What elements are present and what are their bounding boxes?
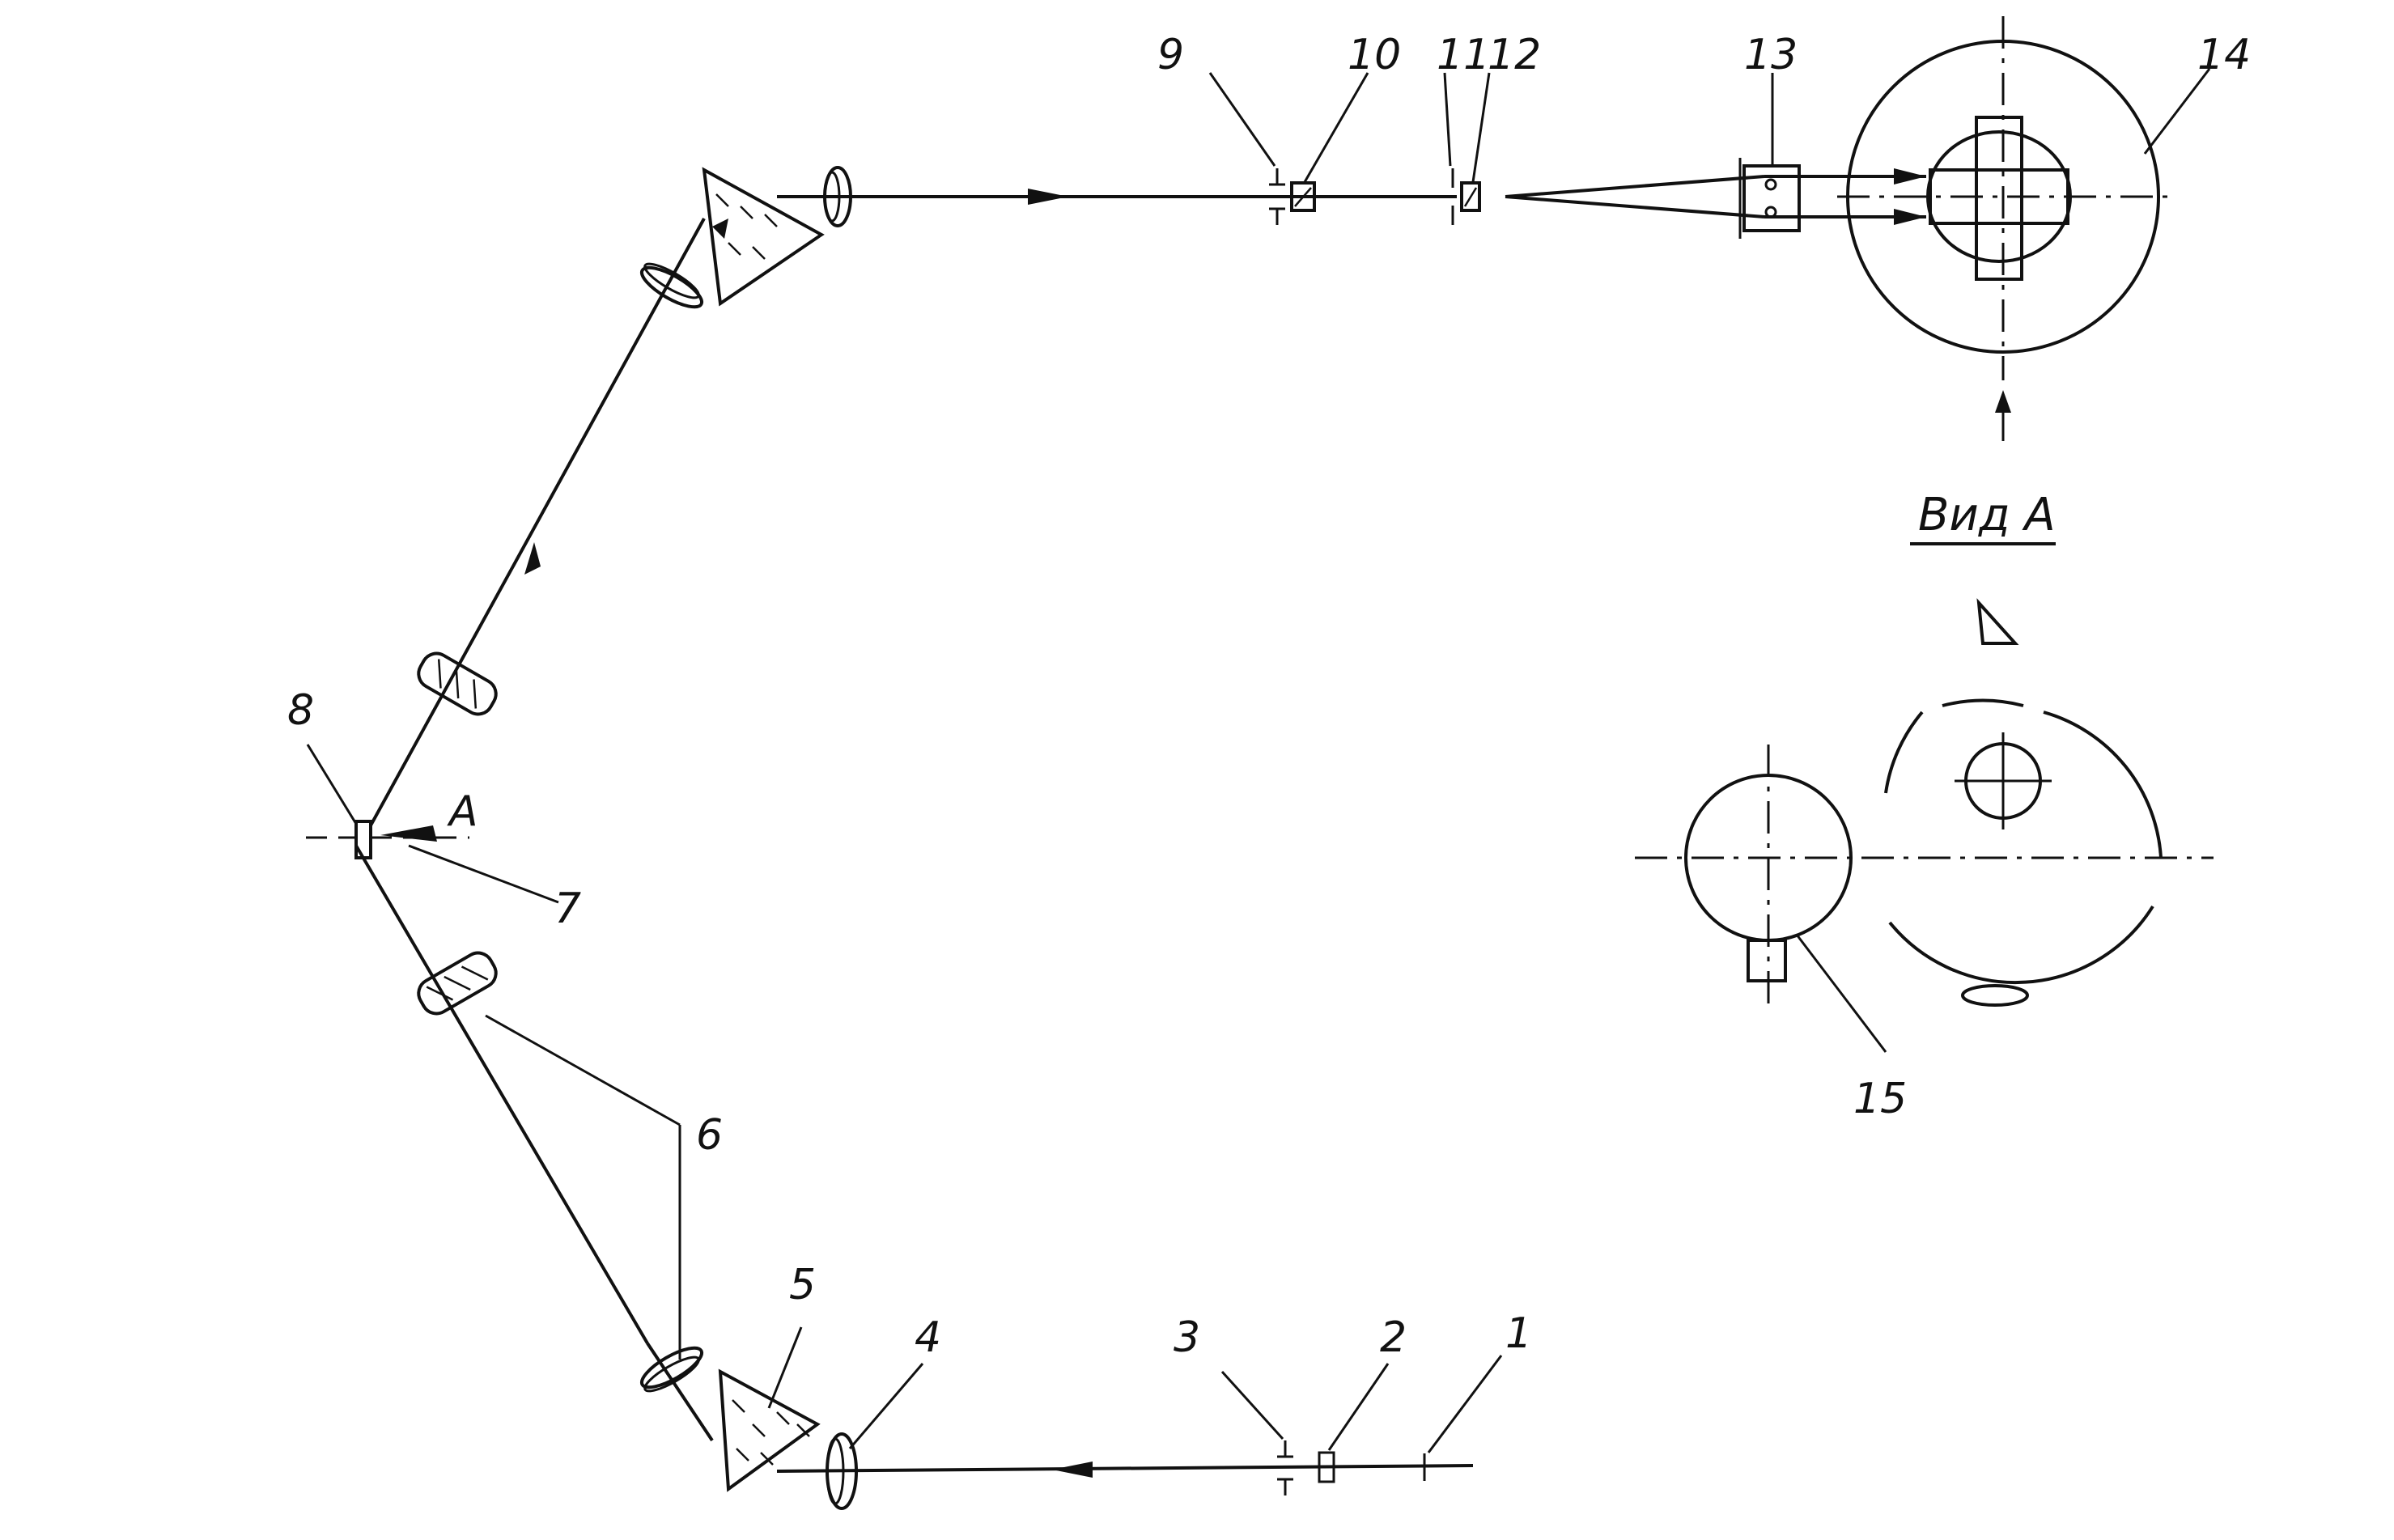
label-6: 6 bbox=[696, 1111, 723, 1160]
label-3: 3 bbox=[1174, 1313, 1200, 1362]
element-9-diaphragm bbox=[1269, 168, 1285, 225]
label-12: 12 bbox=[1488, 31, 1541, 79]
element-13-block bbox=[1738, 158, 1801, 239]
element-top-prism bbox=[702, 167, 825, 307]
label-5: 5 bbox=[789, 1261, 816, 1309]
label-14: 14 bbox=[2197, 31, 2251, 79]
label-4: 4 bbox=[915, 1313, 941, 1362]
label-7: 7 bbox=[554, 885, 581, 933]
element-8-mirror bbox=[354, 820, 372, 859]
arrow-top-icon bbox=[1028, 189, 1068, 205]
label-1: 1 bbox=[1505, 1309, 1532, 1358]
element-lens-upper bbox=[639, 265, 704, 309]
label-9: 9 bbox=[1157, 31, 1184, 79]
label-11: 11 bbox=[1437, 31, 1490, 79]
view-a-label: Вид А bbox=[1918, 489, 2056, 541]
element-12-crystal bbox=[1460, 181, 1481, 212]
element-10-crystal bbox=[1290, 181, 1316, 212]
element-2-crystal bbox=[1318, 1451, 1335, 1483]
label-13: 13 bbox=[1744, 31, 1798, 79]
view-arrow-icon bbox=[1995, 390, 2011, 413]
arrow-13-upper-icon bbox=[1894, 168, 1926, 185]
section-a-label: A bbox=[447, 787, 478, 836]
view-a-assembly bbox=[1635, 698, 2214, 1012]
label-8: 8 bbox=[287, 686, 314, 735]
leader-lines bbox=[306, 68, 2211, 1453]
arrow-bottom-icon bbox=[1052, 1462, 1093, 1478]
label-2: 2 bbox=[1380, 1313, 1407, 1362]
element-3-diaphragm bbox=[1277, 1440, 1293, 1495]
label-10: 10 bbox=[1348, 31, 1401, 79]
label-15: 15 bbox=[1853, 1075, 1907, 1123]
element-6-lens-lower bbox=[639, 1346, 704, 1389]
element-7-marker-icon bbox=[380, 825, 437, 842]
arrow-13-lower-icon bbox=[1894, 209, 1926, 225]
view-triangle-icon bbox=[1976, 598, 2019, 645]
element-6-cyl-lens bbox=[417, 951, 498, 1016]
arrow-diagonal-icon bbox=[524, 542, 541, 575]
element-14-target bbox=[1837, 16, 2169, 380]
element-6-cyl-lens-upper bbox=[417, 651, 498, 716]
element-5-prism bbox=[718, 1368, 821, 1492]
beam-arrows bbox=[524, 168, 1926, 1478]
beam-path bbox=[354, 175, 1926, 1473]
